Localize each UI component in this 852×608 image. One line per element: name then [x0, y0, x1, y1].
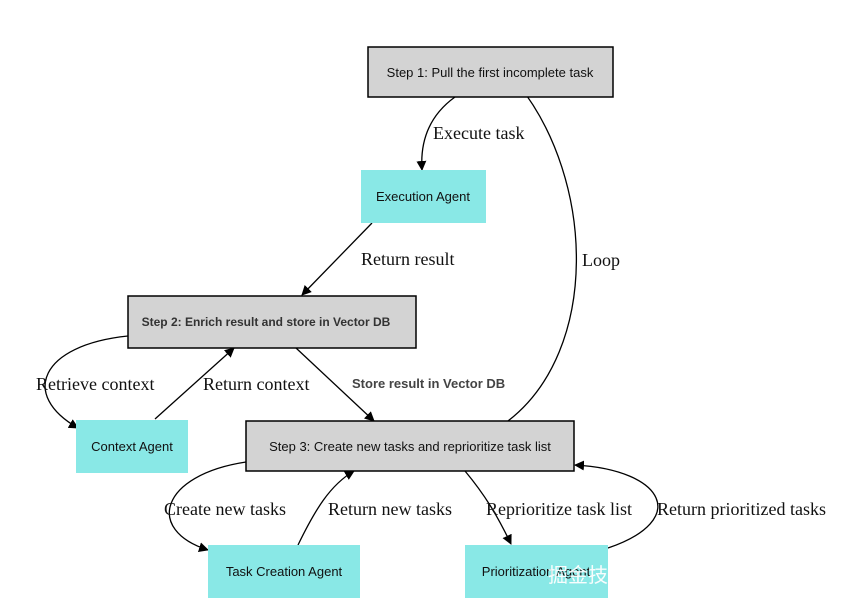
node-step1: Step 1: Pull the first incomplete task: [367, 46, 614, 98]
node-context-agent: Context Agent: [76, 420, 188, 473]
node-step2: Step 2: Enrich result and store in Vecto…: [127, 295, 417, 349]
node-prioritization-agent-label: Prioritization Agent: [482, 564, 591, 579]
label-execute-task: Execute task: [433, 123, 524, 143]
watermark-text: 掘金技术社区 @ 篱也不篱: [548, 563, 781, 587]
label-return-new-tasks: Return new tasks: [328, 499, 452, 519]
node-task-creation-agent: Task Creation Agent: [208, 545, 360, 598]
node-execution-agent: Execution Agent: [361, 170, 486, 223]
node-step3: Step 3: Create new tasks and reprioritiz…: [245, 420, 575, 472]
edge-loop: [507, 83, 577, 422]
label-create-new-tasks: Create new tasks: [164, 499, 286, 519]
label-retrieve-context: Retrieve context: [36, 374, 154, 394]
node-step1-label: Step 1: Pull the first incomplete task: [387, 65, 594, 80]
edge-reprioritize: [464, 470, 512, 545]
edge-return-new-tasks: [297, 470, 355, 546]
node-prioritization-agent: Prioritization Agent: [465, 545, 608, 598]
node-step2-label: Step 2: Enrich result and store in Vecto…: [142, 315, 391, 329]
label-store-result: Store result in Vector DB: [352, 376, 505, 391]
node-step3-label: Step 3: Create new tasks and reprioritiz…: [269, 439, 551, 454]
node-context-agent-label: Context Agent: [91, 439, 173, 454]
edge-execute-task: [416, 96, 456, 171]
label-loop: Loop: [582, 250, 620, 270]
label-return-prioritized: Return prioritized tasks: [657, 499, 826, 519]
edge-return-prioritized: [574, 460, 659, 549]
edge-return-context: [154, 347, 235, 420]
edge-store-result: [295, 347, 375, 422]
label-return-result: Return result: [361, 249, 454, 269]
label-reprioritize: Reprioritize task list: [486, 499, 632, 519]
label-return-context: Return context: [203, 374, 309, 394]
node-execution-agent-label: Execution Agent: [376, 189, 470, 204]
edge-retrieve-context: [44, 335, 129, 429]
edge-return-result: [301, 222, 373, 296]
node-task-creation-agent-label: Task Creation Agent: [226, 564, 343, 579]
edge-create-new-tasks: [168, 461, 247, 553]
